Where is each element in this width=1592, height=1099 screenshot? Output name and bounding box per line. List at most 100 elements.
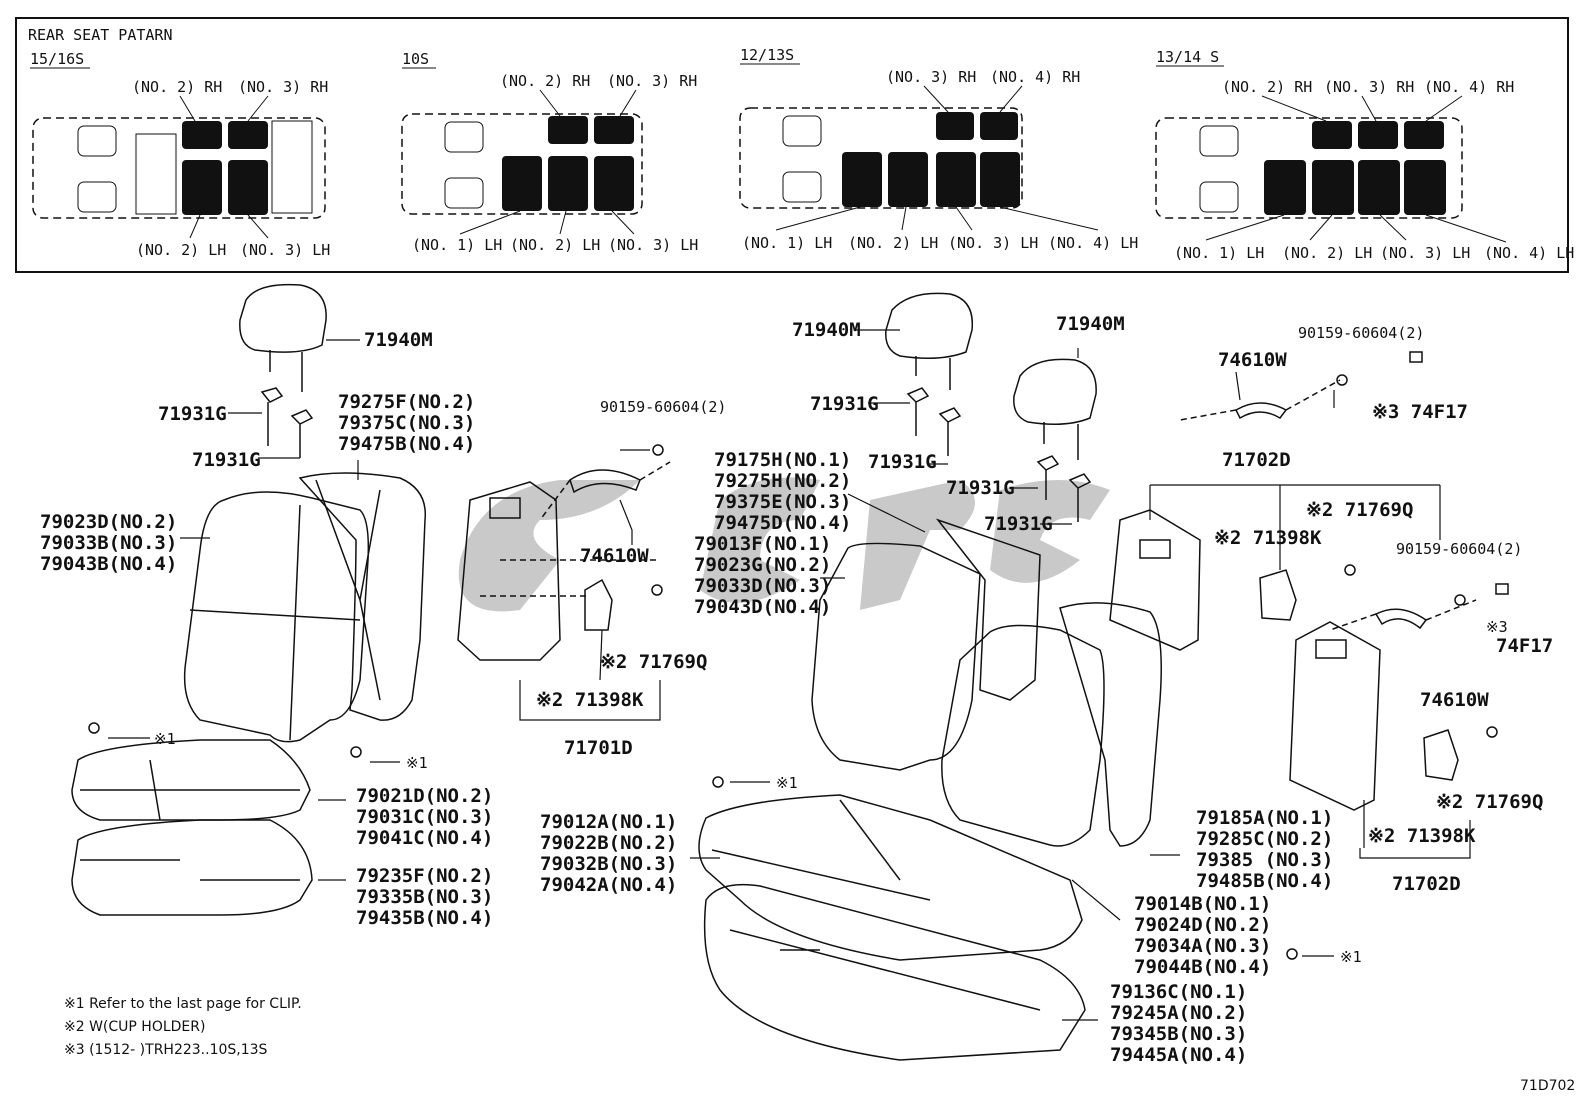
part-label-armrest: 74610W (580, 545, 649, 567)
part-label-back-cover: 79033B(NO.3) (40, 532, 177, 554)
front-seat (77, 181, 117, 213)
seat-no3-lh (594, 156, 634, 211)
seatback-cover (811, 542, 981, 771)
part-label-back-pad: 79175H(NO.1) (714, 449, 851, 471)
clip-icon (88, 722, 100, 734)
cup-holder-hinge (1423, 729, 1459, 781)
seat-no2-lh (888, 152, 928, 207)
front-seat (782, 115, 822, 147)
seat-no3-rh (594, 116, 634, 144)
cup-holder-hinge (584, 578, 613, 631)
seatback-board (1289, 621, 1381, 811)
part-label-back-cover: 79043B(NO.4) (40, 553, 177, 575)
pattern-group-15-16s: 15/16S (NO. 2) RH (NO. 3) RH (NO. 2) LH … (30, 50, 330, 259)
pattern-bottom-label: (NO. 3) LH (608, 236, 698, 254)
pattern-group-13-14s: 13/14 S (NO. 2) RH (NO. 3) RH (NO. 4) RH… (1155, 48, 1574, 262)
seatback-cover (183, 491, 370, 743)
part-label-cushion-cover: 79012A(NO.1) (540, 811, 677, 833)
part-label-cushion-pad: 79435B(NO.4) (356, 907, 493, 929)
pattern-bottom-label: (NO. 1) LH (1174, 244, 1264, 262)
front-seat (444, 177, 484, 209)
part-label-cushion-pad: 79136C(NO.1) (1110, 981, 1247, 1003)
bolt-icon (1344, 564, 1356, 576)
headrest-support (1068, 473, 1092, 522)
footnotes: ※1 Refer to the last page for CLIP. ※2 W… (64, 996, 1575, 1094)
pattern-top-label: (NO. 2) RH (132, 78, 222, 96)
seat-cushion-cover (71, 739, 311, 821)
part-label-cushion-frame: 79044B(NO.4) (1134, 956, 1271, 978)
leader-lines (108, 329, 1471, 1021)
part-label-support: 71931G (158, 403, 227, 425)
seatback-pad (935, 518, 1041, 701)
part-label-cap: ※3 74F17 (1372, 401, 1468, 423)
rear-seat (271, 120, 313, 214)
right-seat-assembly (698, 292, 1509, 1061)
cup-holder-hinge (1259, 569, 1297, 621)
headrest (885, 292, 974, 359)
seat-pattern-box: REAR SEAT PATARN 15/16S (NO. 2) RH (NO. … (15, 17, 1574, 273)
pattern-top-label: (NO. 3) RH (238, 78, 328, 96)
part-label-hinge: ※2 71769Q (1436, 791, 1543, 813)
armrest (1235, 402, 1288, 420)
pattern-bottom-label: (NO. 2) LH (1282, 244, 1372, 262)
seatback-board (1109, 509, 1201, 651)
pattern-bottom-label: (NO. 1) LH (412, 236, 502, 254)
part-label-cushion-cover: 79022B(NO.2) (540, 832, 677, 854)
pattern-code: 10S (402, 50, 429, 68)
pattern-bottom-label: (NO. 3) LH (948, 234, 1038, 252)
part-label-support: 71931G (192, 449, 261, 471)
front-seat (1199, 125, 1239, 157)
left-labels: 71940M 71931G 71931G 79275F(NO.2) 79375C… (40, 329, 726, 929)
seat-no1-lh (502, 156, 542, 211)
part-label-back-cover: 79033D(NO.3) (694, 575, 831, 597)
clip-note-mark: ※1 (1340, 948, 1362, 966)
cap-icon (1409, 351, 1423, 363)
headrest-support (938, 407, 962, 456)
headrest (1013, 358, 1097, 425)
part-label-cushion-cover: 79031C(NO.3) (356, 806, 493, 828)
headrest-support (906, 387, 930, 436)
footnote: ※2 W(CUP HOLDER) (64, 1019, 205, 1035)
part-label-cushion-cover: 79032B(NO.3) (540, 853, 677, 875)
clip-icon (712, 776, 724, 788)
part-label-headrest: 71940M (792, 319, 861, 341)
right-labels: 71940M 71940M 71931G 71931G 71931G 71931… (540, 313, 1553, 1066)
seat-no3-rh (1358, 121, 1398, 149)
pattern-bottom-label: (NO. 4) LH (1048, 234, 1138, 252)
seatback-cover (941, 624, 1105, 847)
pattern-top-label: (NO. 2) RH (500, 72, 590, 90)
pattern-bottom-label: (NO. 1) LH (742, 234, 832, 252)
part-label-back-cover: 79023D(NO.2) (40, 511, 177, 533)
part-label-hinge: ※2 71398K (536, 689, 644, 711)
headrest-support (290, 409, 314, 458)
footnote: ※1 Refer to the last page for CLIP. (64, 996, 302, 1012)
watermark-logo (458, 477, 1110, 612)
seat-no1-lh (842, 152, 882, 207)
left-seat-assembly (71, 283, 671, 916)
part-label-armrest: 74610W (1218, 349, 1287, 371)
pattern-bottom-label: (NO. 3) LH (1380, 244, 1470, 262)
clip-note-mark: ※1 (406, 754, 428, 772)
pattern-bottom-label: (NO. 2) LH (848, 234, 938, 252)
bolt-icon (652, 444, 664, 456)
part-label-support: 71931G (810, 393, 879, 415)
bolt-icon (1486, 726, 1498, 738)
part-label-headrest: 71940M (1056, 313, 1125, 335)
part-label-hinge: ※2 71769Q (600, 651, 707, 673)
part-label-back-frame: 79385 (NO.3) (1196, 849, 1333, 871)
part-label-cap: 74F17 (1496, 635, 1553, 657)
part-label-headrest: 71940M (364, 329, 433, 351)
part-label-back-cover: 79043D(NO.4) (694, 596, 831, 618)
van-outline (739, 107, 1023, 209)
seat-no3-lh (936, 152, 976, 207)
seat-no3-lh (1358, 160, 1400, 215)
pattern-code: 12/13S (740, 46, 794, 64)
front-seat (1199, 181, 1239, 213)
part-label-support: 71931G (946, 477, 1015, 499)
part-label-armrest: 74610W (1420, 689, 1489, 711)
seat-no2-lh (548, 156, 588, 211)
part-label-hinge: ※2 71398K (1368, 825, 1476, 847)
van-outline (401, 113, 643, 215)
pattern-top-label: (NO. 3) RH (1324, 78, 1414, 96)
seat-no3-rh (936, 112, 974, 140)
